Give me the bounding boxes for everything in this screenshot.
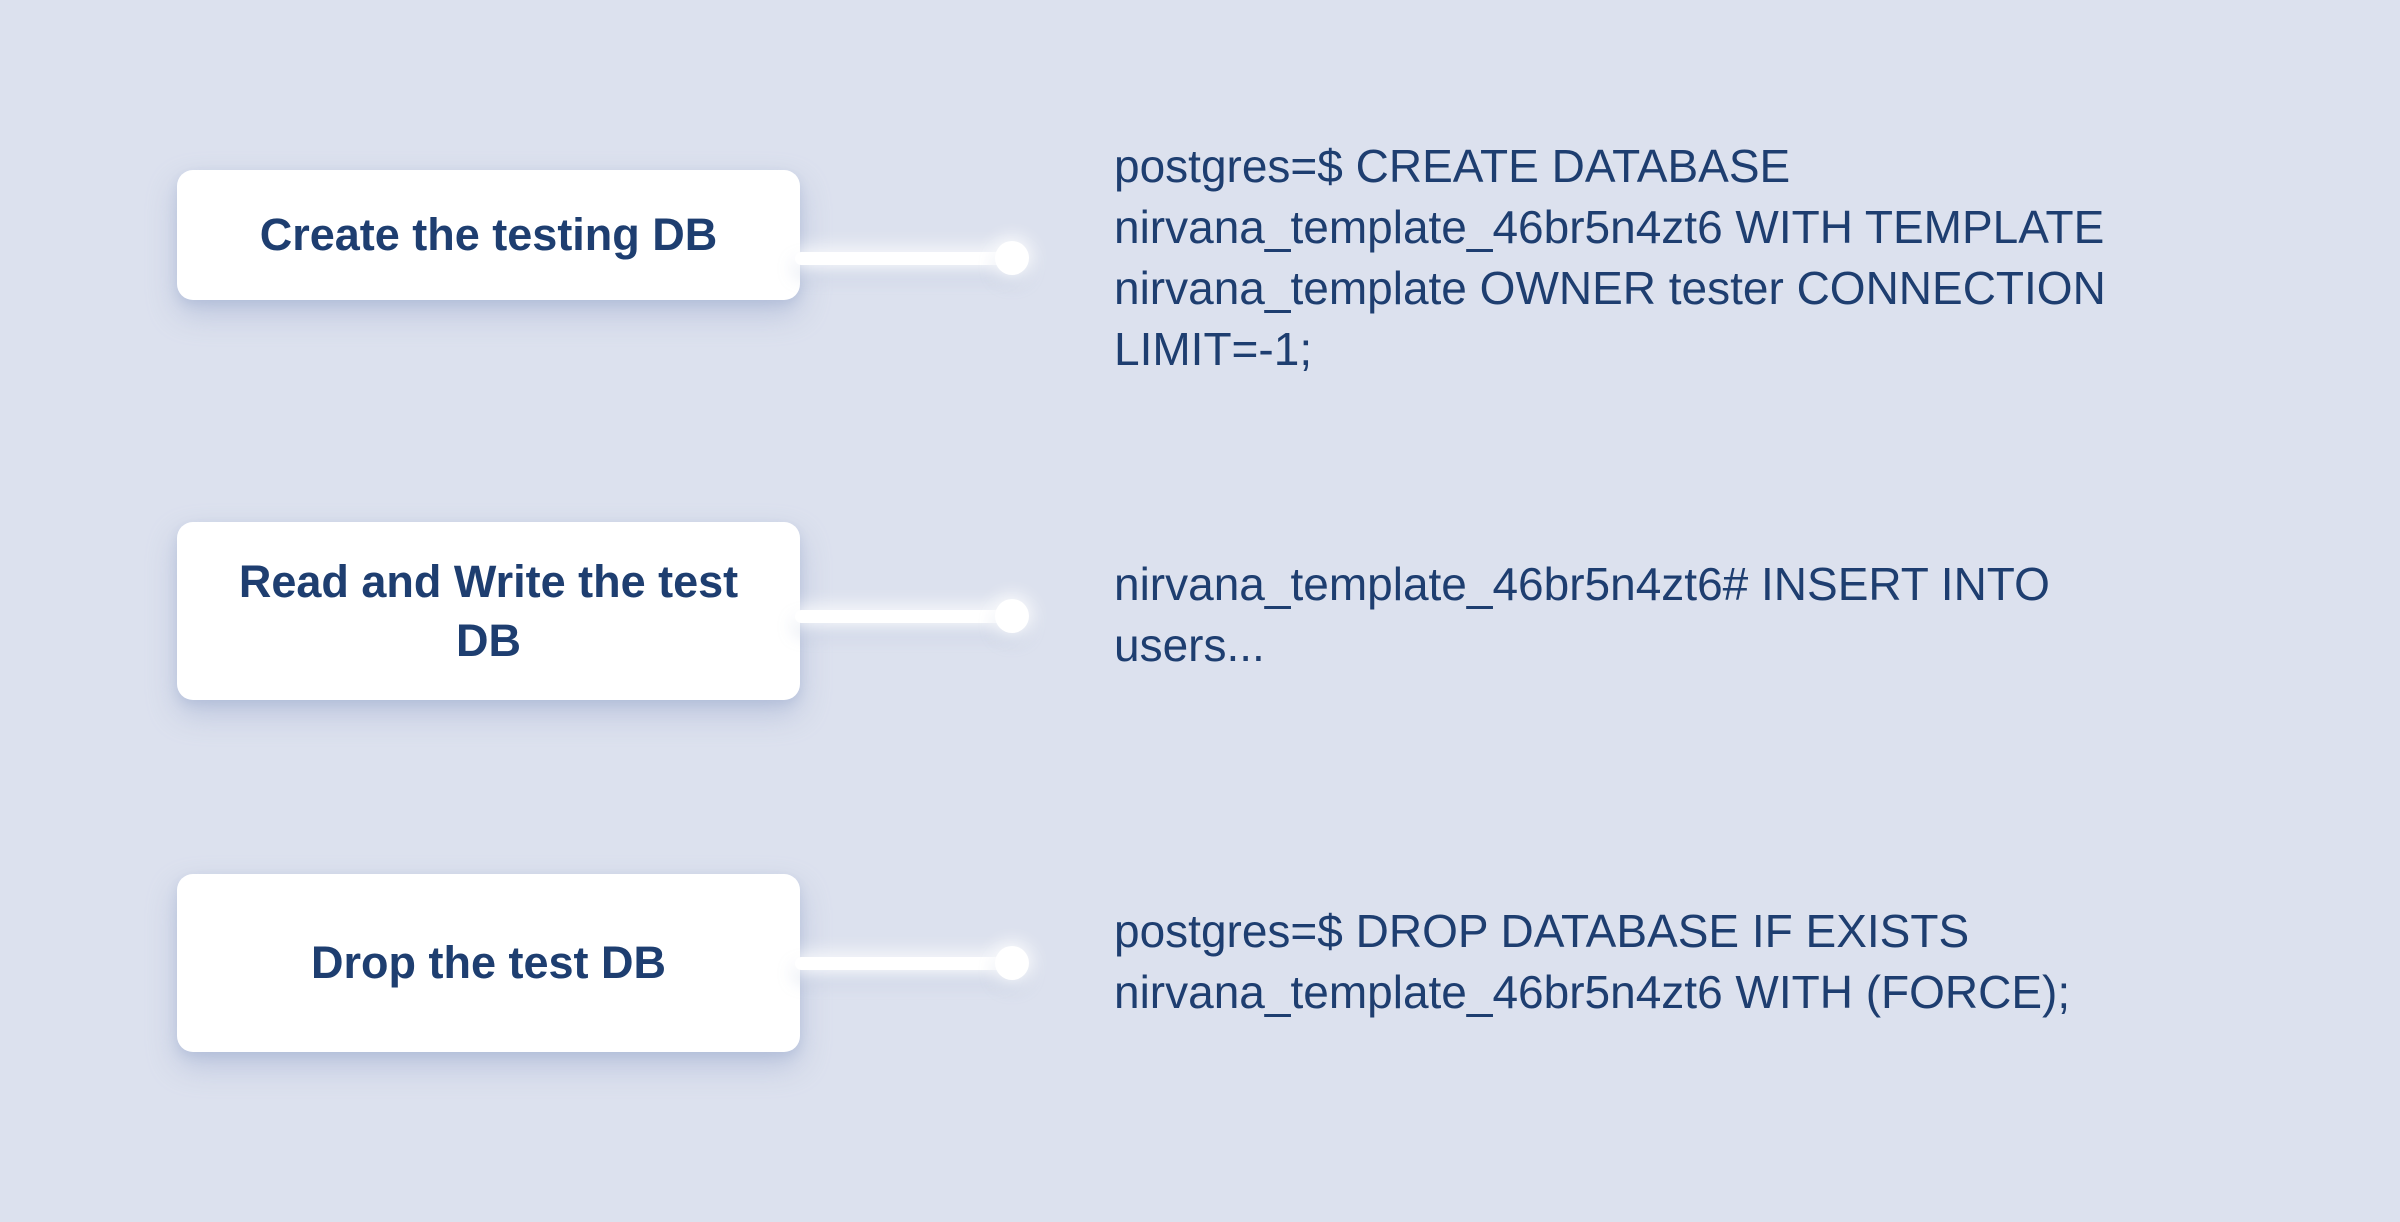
connector-dot <box>995 241 1029 275</box>
code-line: nirvana_template_46br5n4zt6 WITH TEMPLAT… <box>1114 201 2105 253</box>
connector-line <box>795 252 1007 265</box>
step-card-label: Read and Write the test DB <box>238 555 739 666</box>
code-line: users... <box>1114 619 1265 671</box>
step-card-label: Drop the test DB <box>310 937 666 989</box>
step-card-read-write-db: Read and Write the test DB <box>177 522 800 700</box>
code-line: LIMIT=-1; <box>1114 323 1313 375</box>
connector-dot <box>995 946 1029 980</box>
step-card-create-db: Create the testing DB <box>177 170 800 300</box>
code-line: nirvana_template OWNER tester CONNECTION <box>1114 262 2106 314</box>
code-line: postgres=$ DROP DATABASE IF EXISTS <box>1114 905 1970 957</box>
step-card-drop-db: Drop the test DB <box>177 874 800 1052</box>
step-card-label: Create the testing DB <box>259 209 718 261</box>
connector-dot <box>995 599 1029 633</box>
code-block-drop-db: postgres=$ DROP DATABASE IF EXISTS nirva… <box>1114 901 2070 1023</box>
code-line: nirvana_template_46br5n4zt6 WITH (FORCE)… <box>1114 966 2071 1018</box>
connector-line <box>795 957 1007 970</box>
code-block-create-db: postgres=$ CREATE DATABASE nirvana_templ… <box>1114 136 2106 380</box>
connector-line <box>795 610 1007 623</box>
code-line: postgres=$ CREATE DATABASE <box>1114 140 1791 192</box>
code-line: nirvana_template_46br5n4zt6# INSERT INTO <box>1114 558 2050 610</box>
code-block-read-write-db: nirvana_template_46br5n4zt6# INSERT INTO… <box>1114 554 2050 676</box>
